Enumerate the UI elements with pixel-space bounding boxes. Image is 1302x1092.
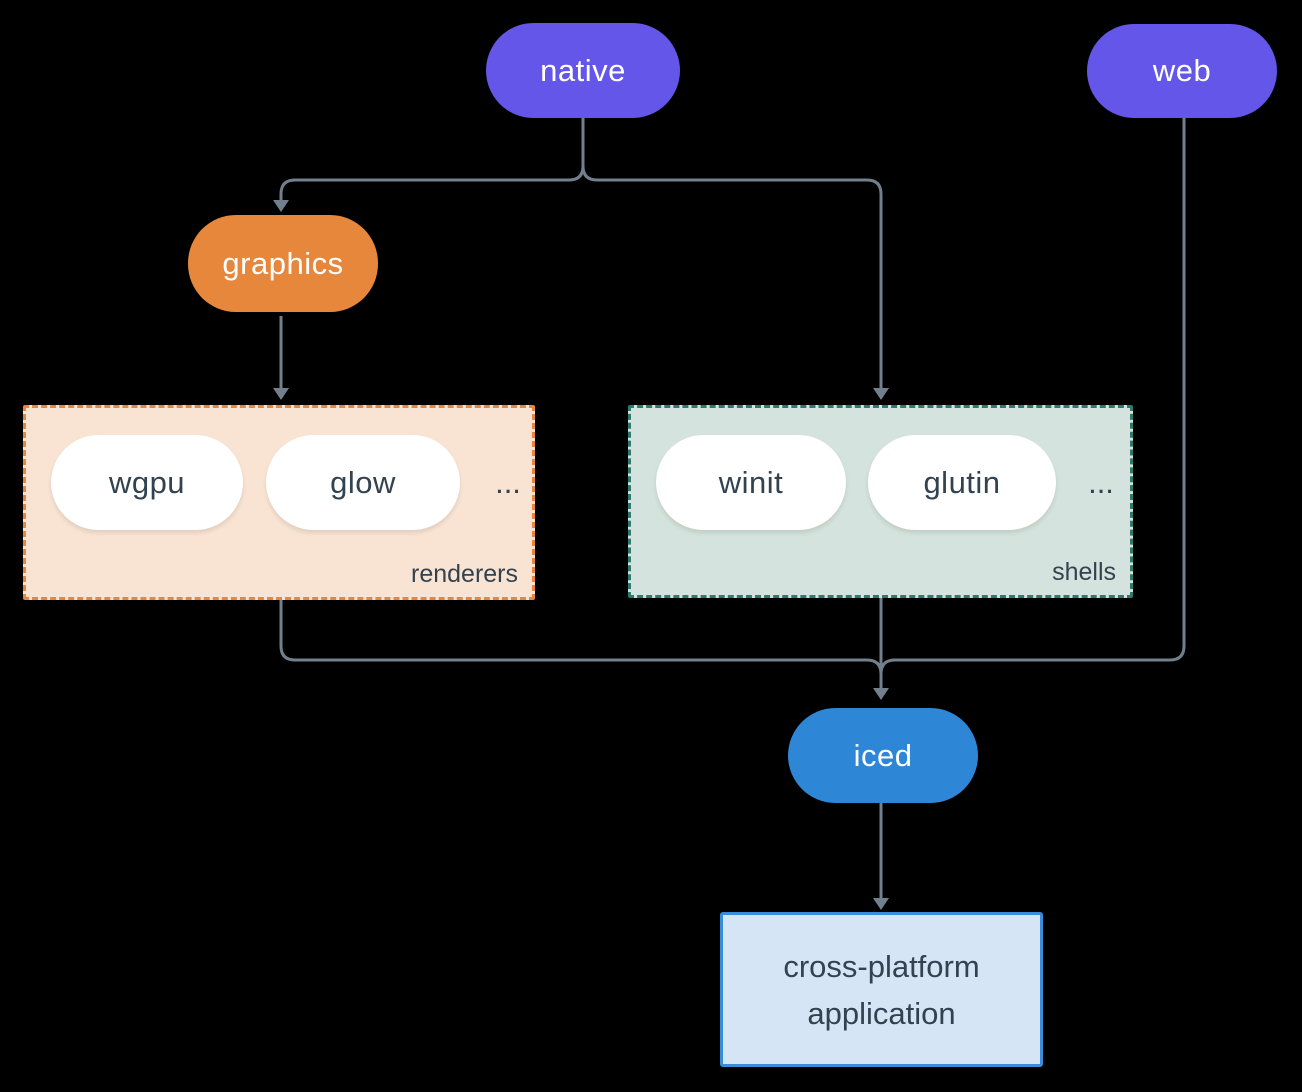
node-native: native	[486, 23, 680, 118]
edge-native-to-shells	[581, 165, 883, 388]
pill-wgpu: wgpu	[51, 435, 243, 530]
arrowhead-graphics	[273, 200, 289, 212]
group-renderers: wgpu glow ... renderers	[23, 405, 535, 600]
pill-glutin: glutin	[868, 435, 1056, 530]
edge-web-to-junction	[879, 118, 1186, 675]
node-graphics-label: graphics	[222, 245, 344, 281]
node-graphics: graphics	[188, 215, 378, 312]
node-cross-platform-application: cross-platform application	[720, 912, 1043, 1067]
node-native-label: native	[540, 52, 626, 88]
pill-winit-label: winit	[718, 464, 784, 500]
pill-winit: winit	[656, 435, 846, 530]
node-web: web	[1087, 24, 1277, 118]
pill-glutin-label: glutin	[923, 464, 1001, 500]
shells-ellipsis: ...	[1088, 464, 1114, 500]
node-iced: iced	[788, 708, 978, 803]
arrowhead-shells	[873, 388, 889, 400]
arrowhead-renderers	[273, 388, 289, 400]
shells-group-label: shells	[1052, 558, 1116, 586]
arrowhead-iced	[873, 688, 889, 700]
edge-native-to-graphics	[279, 118, 585, 200]
app-label-line1: cross-platform	[783, 948, 980, 984]
pill-glow-label: glow	[330, 464, 396, 500]
edge-renderers-to-junction	[279, 600, 883, 675]
arrowhead-app	[873, 898, 889, 910]
app-label-line2: application	[807, 995, 956, 1031]
group-shells: winit glutin ... shells	[628, 405, 1133, 598]
renderers-group-label: renderers	[411, 560, 518, 588]
node-iced-label: iced	[853, 737, 913, 773]
renderers-ellipsis: ...	[495, 464, 521, 500]
node-web-label: web	[1152, 53, 1212, 88]
pill-glow: glow	[266, 435, 460, 530]
pill-wgpu-label: wgpu	[108, 464, 186, 500]
